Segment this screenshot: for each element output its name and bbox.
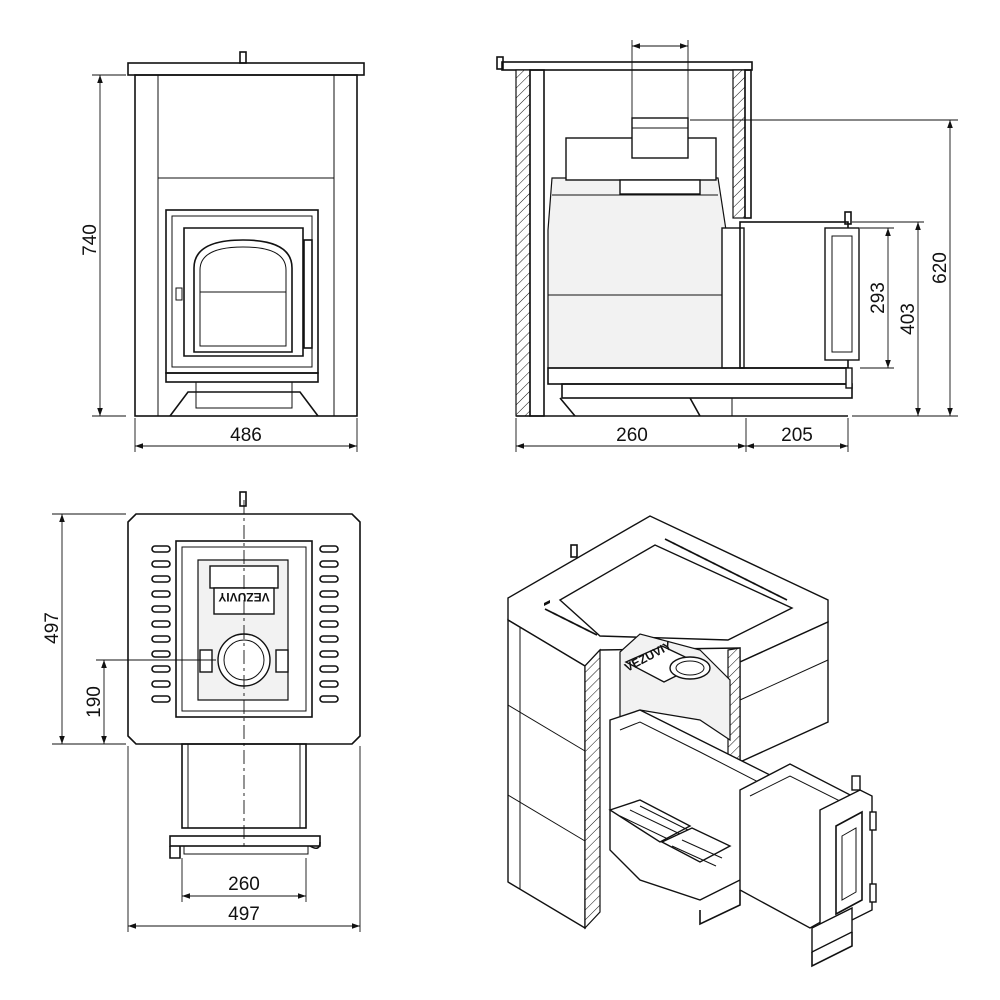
iso-top-plate (507, 515, 829, 667)
top-chimney-offset-label: 190 (84, 686, 105, 718)
front-view: 740 486 (80, 51, 365, 452)
side-depth-dimension: 260 205 (515, 418, 849, 452)
front-height-label: 740 (80, 224, 101, 256)
top-width-dimensions: 260 497 (127, 746, 361, 932)
top-depth-dimensions: 497 190 (42, 513, 216, 745)
side-height-dimensions: 293 403 620 (690, 119, 958, 417)
side-door-height-label: 293 (868, 282, 889, 314)
front-height-dimension: 740 (80, 74, 126, 417)
top-tunnel-width-label: 260 (228, 874, 260, 895)
chimney-diameter-dimension (631, 40, 689, 118)
front-stove-body (127, 51, 365, 417)
iso-fuel-tunnel (699, 763, 877, 968)
iso-left-wall (507, 618, 601, 930)
top-width-label: 497 (228, 904, 260, 925)
side-view: 260 205 293 403 620 (496, 40, 958, 452)
iso-firebox: VEZUVIY (608, 633, 781, 901)
vent-slots (151, 545, 339, 703)
side-tunnel-height-label: 403 (898, 303, 919, 335)
side-depth-label: 260 (616, 425, 648, 446)
front-width-dimension: 486 (134, 418, 358, 452)
top-logo: VEZUVIY (218, 590, 269, 604)
side-total-height-label: 620 (930, 252, 951, 284)
top-stove-body: VEZUVIY (127, 491, 361, 859)
iso-right-wall (727, 620, 829, 776)
side-tunnel-length-label: 205 (781, 425, 813, 446)
iso-vent-slots (544, 538, 788, 636)
isometric-cutaway-view: VEZUVIY (507, 515, 877, 968)
top-view: VEZUVIY 497 190 260 (42, 491, 361, 932)
front-width-label: 486 (230, 425, 262, 446)
top-depth-label: 497 (42, 612, 63, 644)
side-stove-body (496, 56, 860, 417)
